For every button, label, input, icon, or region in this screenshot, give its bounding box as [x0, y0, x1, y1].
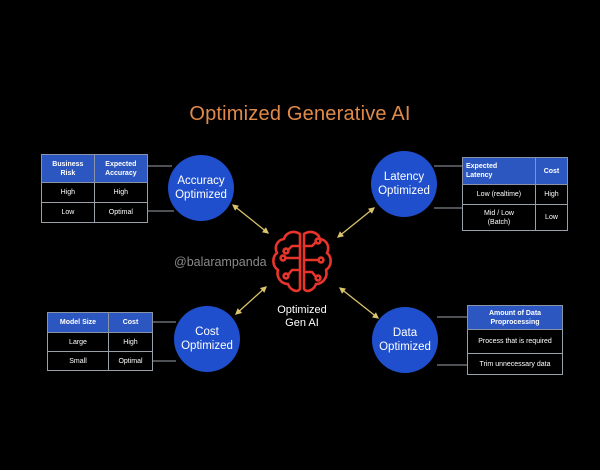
- table-header-cell: Amount of Data Proprocessing: [467, 305, 563, 330]
- table-header-cell: Cost: [108, 312, 153, 333]
- table-row: Process that is required: [467, 329, 563, 354]
- table-row: Trim unnecessary data: [467, 353, 563, 375]
- data-table: Amount of Data Proprocessing Process tha…: [467, 305, 563, 375]
- table-header-row: Model Size Cost: [46, 312, 153, 333]
- table-row: Large High: [46, 332, 153, 352]
- table-cell: High: [41, 182, 95, 203]
- table-row: Low (realtime) High: [462, 184, 569, 205]
- table-cell: High: [93, 182, 149, 203]
- arrow-latency: [336, 207, 376, 238]
- table-row: High High: [41, 182, 149, 203]
- latency-table: Expected Latency Cost Low (realtime) Hig…: [462, 157, 569, 231]
- latency-node-label: Latency Optimized: [378, 171, 430, 197]
- table-cell: Low: [41, 202, 95, 223]
- table-header-cell: Expected Accuracy: [93, 154, 149, 183]
- table-cell: Optimal: [93, 202, 149, 223]
- table-row: Low Optimal: [41, 202, 149, 223]
- table-cell: High: [534, 184, 569, 205]
- center-label: Optimized Gen AI: [277, 304, 327, 329]
- latency-optimized-node: Latency Optimized: [371, 151, 437, 217]
- arrow-cost: [235, 286, 267, 315]
- data-node-label: Data Optimized: [379, 327, 431, 353]
- table-cell: Optimal: [108, 351, 153, 371]
- accuracy-node-label: Accuracy Optimized: [175, 175, 227, 201]
- arrow-accuracy: [231, 204, 270, 234]
- arrow-data: [338, 287, 380, 319]
- table-cell: Mid / Low (Batch): [462, 204, 536, 231]
- accuracy-optimized-node: Accuracy Optimized: [168, 155, 234, 221]
- table-header-row: Amount of Data Proprocessing: [467, 305, 563, 330]
- data-optimized-node: Data Optimized: [372, 307, 438, 373]
- table-cell: High: [108, 332, 153, 352]
- table-row: Small Optimal: [46, 351, 153, 371]
- table-header-cell: Expected Latency: [462, 157, 536, 185]
- table-header-row: Expected Latency Cost: [462, 157, 569, 185]
- table-cell: Small: [46, 351, 110, 371]
- table-cell: Low: [534, 204, 569, 231]
- table-cell: Trim unnecessary data: [467, 353, 563, 375]
- cost-optimized-node: Cost Optimized: [174, 306, 240, 372]
- table-header-cell: Cost: [534, 157, 569, 185]
- table-cell: Large: [46, 332, 110, 352]
- diagram-title: Optimized Generative AI: [189, 103, 411, 125]
- table-cell: Low (realtime): [462, 184, 536, 205]
- cost-table: Model Size Cost Large High Small Optimal: [46, 312, 153, 371]
- table-header-cell: Business Risk: [41, 154, 95, 183]
- accuracy-table: Business Risk Expected Accuracy High Hig…: [41, 154, 149, 223]
- table-header-row: Business Risk Expected Accuracy: [41, 154, 149, 183]
- table-cell: Process that is required: [467, 329, 563, 354]
- table-header-cell: Model Size: [46, 312, 110, 333]
- brain-circuit-icon: [272, 230, 332, 293]
- table-row: Mid / Low (Batch) Low: [462, 204, 569, 231]
- watermark: @balarampanda: [174, 255, 267, 269]
- cost-node-label: Cost Optimized: [181, 326, 233, 352]
